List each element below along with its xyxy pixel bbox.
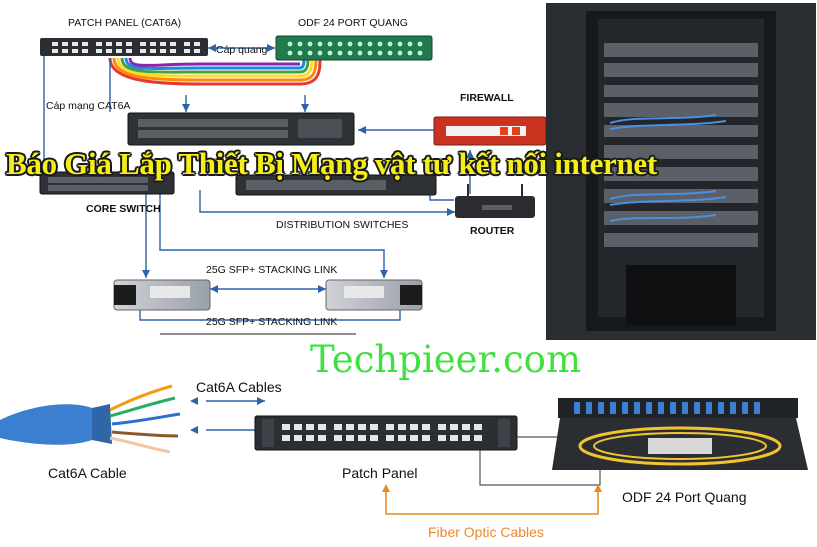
core-switch-icon (39, 171, 175, 195)
link-lines (479, 436, 601, 486)
rack-illustration (546, 3, 816, 340)
sfp-module-icon (325, 279, 423, 311)
fiber-optic-cables-label: Fiber Optic Cables (428, 524, 544, 540)
odf-label: ODF 24 PORT QUANG (298, 17, 408, 29)
rack-photo (546, 3, 816, 340)
stacking-link-bottom-label: 25G SFP+ STACKING LINK (206, 316, 338, 328)
cat6a-cable-label: Cáp mạng CAT6A (46, 100, 131, 112)
odf-icon (275, 35, 433, 61)
patch-panel-icon (254, 415, 518, 451)
switch-icon (127, 112, 355, 146)
fiber-cable-label: Cáp quang (216, 44, 268, 56)
banner-title: Báo Giá Lắp Thiết Bị Mạng vật tư kết nối… (6, 146, 657, 181)
cable-bundle (108, 57, 322, 86)
cable-icon (0, 384, 181, 454)
core-switch-label: CORE SWITCH (86, 203, 161, 215)
patch-panel-label: PATCH PANEL (CAT6A) (68, 17, 182, 29)
firewall-icon (433, 116, 547, 146)
cat6a-cable-caption: Cat6A Cable (48, 465, 127, 481)
arrow-heads (40, 44, 474, 434)
router-label: ROUTER (470, 225, 515, 237)
watermark: Techpieer.com (310, 338, 582, 381)
odf-icon (552, 398, 808, 470)
patch-panel-caption: Patch Panel (342, 465, 418, 481)
distribution-switches-label: DISTRIBUTION SWITCHES (276, 219, 409, 231)
cat6a-cables-label: Cat6A Cables (196, 379, 282, 395)
fiber-link (385, 486, 599, 515)
fiber-arrow-heads (382, 484, 602, 492)
router-icon (455, 184, 535, 218)
firewall-label: FIREWALL (460, 92, 514, 104)
patch-panel-icon (40, 38, 208, 56)
odf-caption: ODF 24 Port Quang (622, 489, 747, 505)
distribution-switch-icon (235, 174, 437, 196)
sfp-module-icon (113, 279, 211, 311)
stacking-link-top-label: 25G SFP+ STACKING LINK (206, 264, 338, 276)
